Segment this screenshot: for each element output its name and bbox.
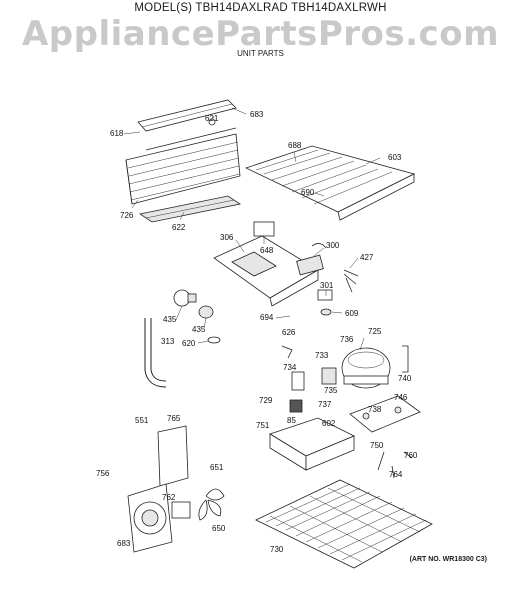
part-label: 694	[260, 313, 274, 322]
part-label: 734	[283, 363, 297, 372]
part-label: 621	[205, 114, 219, 123]
part-label: 609	[345, 309, 359, 318]
drain-pan-drawing	[269, 417, 355, 471]
part-label: 764	[389, 470, 403, 479]
part-label: 602	[322, 419, 336, 428]
part-label: 651	[210, 463, 224, 472]
part-label: 756	[96, 469, 110, 478]
part-label: 603	[388, 153, 402, 162]
part-label: 650	[212, 524, 226, 533]
part-label: 313	[161, 337, 175, 346]
part-label: 736	[340, 335, 354, 344]
drain-trough-drawing	[138, 195, 242, 223]
part-label: 765	[167, 414, 181, 423]
part-label: 726	[120, 211, 134, 220]
screws-drawing	[377, 451, 413, 479]
watermark-logo: AppliancePartsPros.com	[21, 14, 499, 54]
leader-lines	[123, 107, 381, 351]
part-label: 737	[318, 400, 332, 409]
part-label: 427	[360, 253, 374, 262]
part-labels: 683 621 618 688 603 690 726 622 306 648 …	[96, 110, 418, 554]
part-label: 730	[270, 545, 284, 554]
condenser-fan-drawing	[127, 425, 225, 553]
part-label: 683	[117, 539, 131, 548]
part-label: 551	[135, 416, 149, 425]
condenser-coil-drawing	[255, 479, 433, 569]
part-label: 435	[163, 315, 177, 324]
evaporator-coil-drawing	[125, 127, 241, 205]
part-label: 85	[287, 416, 296, 425]
part-label: 729	[259, 396, 273, 405]
part-label: 740	[398, 374, 412, 383]
compressor-drawing	[281, 345, 409, 413]
part-label: 306	[220, 233, 234, 242]
part-label: 688	[288, 141, 302, 150]
part-label: 435	[192, 325, 206, 334]
part-label: 648	[260, 246, 274, 255]
freezer-shelf-drawing	[244, 145, 416, 221]
part-label: 738	[368, 405, 382, 414]
part-label: 300	[326, 241, 340, 250]
part-label: 762	[162, 493, 176, 502]
drain-tube-drawing	[144, 318, 167, 388]
part-label: 626	[282, 328, 296, 337]
part-label: 725	[368, 327, 382, 336]
light-socket-drawing	[173, 289, 221, 344]
part-label: 735	[324, 386, 338, 395]
part-label: 733	[315, 351, 329, 360]
thermostat-drawing	[296, 243, 359, 316]
part-label: 746	[394, 393, 408, 402]
part-label: 760	[404, 451, 418, 460]
part-label: 620	[182, 339, 196, 348]
part-label: 301	[320, 281, 334, 290]
part-label: 683	[250, 110, 264, 119]
part-label: 751	[256, 421, 270, 430]
evaporator-cover-drawing	[137, 99, 237, 132]
art-number: (ART NO. WR18300 C3)	[409, 556, 487, 563]
model-title: MODEL(S) TBH14DAXLRAD TBH14DAXLRWH	[134, 2, 387, 14]
part-label: 690	[301, 188, 315, 197]
mounting-plate-drawing	[349, 395, 421, 433]
part-label: 750	[370, 441, 384, 450]
part-label: 622	[172, 223, 186, 232]
section-title: UNIT PARTS	[237, 49, 284, 58]
part-label: 618	[110, 129, 124, 138]
